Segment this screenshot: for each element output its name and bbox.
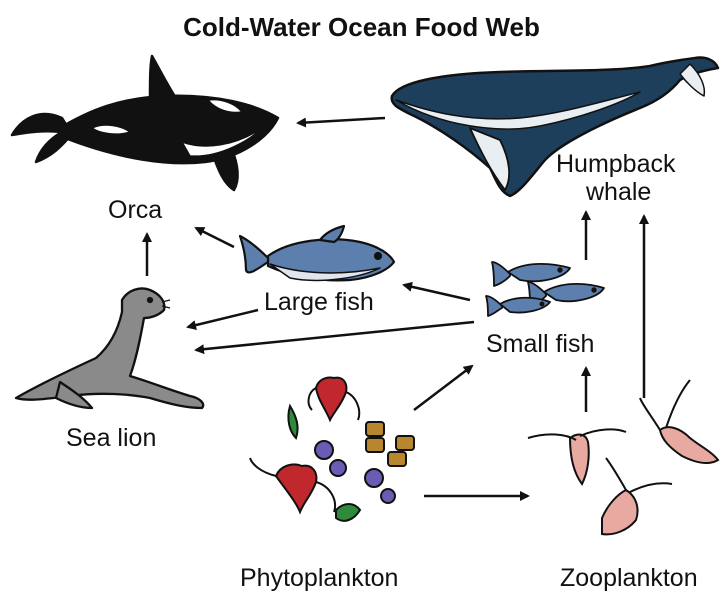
label-large-fish: Large fish <box>264 288 374 316</box>
label-humpback-line1: Humpback <box>556 150 676 178</box>
large-fish-illustration <box>240 226 394 280</box>
label-orca: Orca <box>108 196 162 224</box>
phytoplankton-illustration <box>250 377 414 520</box>
arrow-smallfish-to-sealion <box>196 322 474 350</box>
label-phytoplankton: Phytoplankton <box>240 564 398 592</box>
label-sea-lion: Sea lion <box>66 424 156 452</box>
arrow-phytoplankton-to-smallfish <box>414 366 472 410</box>
label-humpback-line2: whale <box>586 178 651 206</box>
arrow-largefish-to-sealion <box>188 310 258 327</box>
arrow-whale-to-orca <box>298 118 385 123</box>
label-small-fish: Small fish <box>486 330 594 358</box>
arrow-largefish-to-orca <box>196 228 234 247</box>
label-zooplankton: Zooplankton <box>560 564 698 592</box>
zooplankton-illustration <box>528 380 718 534</box>
orca-illustration <box>12 56 278 190</box>
sea-lion-illustration <box>16 288 203 408</box>
arrow-smallfish-to-largefish <box>404 285 470 300</box>
small-fish-illustration <box>486 262 604 316</box>
